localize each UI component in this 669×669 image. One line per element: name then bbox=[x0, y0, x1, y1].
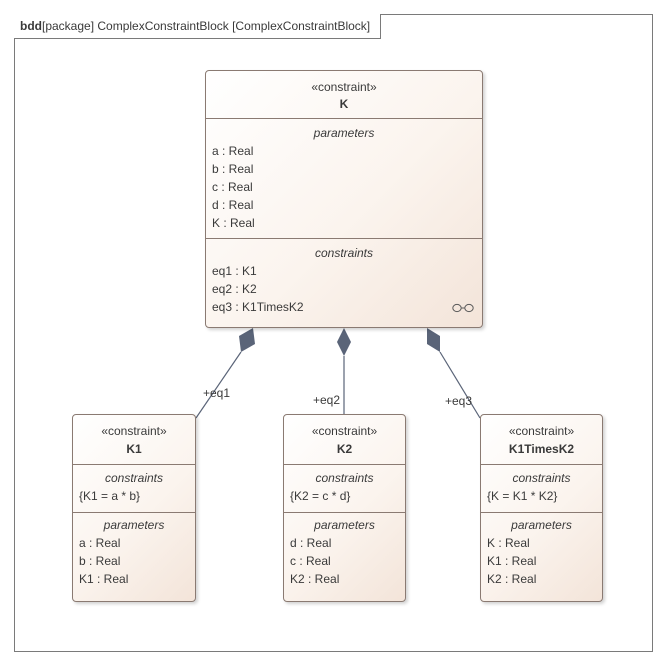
constraint-expression: {K2 = c * d} bbox=[290, 489, 351, 503]
parameters-compartment: parameters a : Real b : Real K1 : Real bbox=[73, 513, 195, 588]
glasses-icon bbox=[452, 303, 474, 313]
parameter-item: b : Real bbox=[79, 554, 121, 568]
constraint-property-item: eq1 : K1 bbox=[212, 264, 257, 278]
block-stereotype: «constraint» bbox=[101, 424, 167, 438]
parameter-item: b : Real bbox=[212, 162, 254, 176]
constraint-block-k1[interactable]: «constraint» K1 constraints {K1 = a * b}… bbox=[72, 414, 196, 602]
constraint-property-item: eq2 : K2 bbox=[212, 282, 257, 296]
parameters-compartment: parameters a : Real b : Real c : Real d … bbox=[206, 119, 482, 239]
block-name: K2 bbox=[336, 442, 353, 456]
block-stereotype: «constraint» bbox=[311, 424, 378, 438]
constraint-property-item: eq3 : K1TimesK2 bbox=[212, 300, 304, 314]
role-label-eq2: +eq2 bbox=[313, 393, 341, 407]
constraint-block-k2[interactable]: «constraint» K2 constraints {K2 = c * d}… bbox=[283, 414, 406, 602]
role-label-eq3: +eq3 bbox=[445, 394, 473, 408]
parameter-item: K2 : Real bbox=[290, 572, 340, 586]
block-stereotype: «constraint» bbox=[508, 424, 575, 438]
block-name: K bbox=[339, 97, 349, 111]
compartment-title: parameters bbox=[511, 518, 572, 532]
block-header: «constraint» K1 bbox=[73, 415, 195, 465]
constraint-expression: {K1 = a * b} bbox=[79, 489, 141, 503]
block-header: «constraint» K1TimesK2 bbox=[481, 415, 602, 465]
frame-keyword: bdd bbox=[20, 19, 42, 33]
block-header: «constraint» K2 bbox=[284, 415, 405, 465]
parameter-item: a : Real bbox=[79, 536, 121, 550]
frame-title: [package] ComplexConstraintBlock [Comple… bbox=[42, 19, 371, 33]
compartment-title: constraints bbox=[315, 471, 374, 485]
parameter-item: K1 : Real bbox=[487, 554, 537, 568]
constraints-compartment: constraints {K2 = c * d} bbox=[284, 465, 405, 513]
constraints-compartment: constraints eq1 : K1 eq2 : K2 eq3 : K1Ti… bbox=[206, 239, 482, 327]
compartment-title: parameters bbox=[314, 518, 375, 532]
compartment-title: parameters bbox=[103, 518, 165, 532]
compartment-title: constraints bbox=[512, 471, 571, 485]
block-name: K1 bbox=[126, 442, 142, 456]
block-name: K1TimesK2 bbox=[508, 442, 575, 456]
parameter-item: c : Real bbox=[290, 554, 331, 568]
compartment-title: constraints bbox=[314, 246, 374, 260]
parameters-compartment: parameters K : Real K1 : Real K2 : Real bbox=[481, 513, 602, 588]
constraints-compartment: constraints {K = K1 * K2} bbox=[481, 465, 602, 513]
parameter-item: d : Real bbox=[290, 536, 332, 550]
constraint-block-k[interactable]: «constraint» K parameters a : Real b : R… bbox=[205, 70, 483, 328]
block-stereotype: «constraint» bbox=[311, 80, 377, 94]
role-label-eq1: +eq1 bbox=[203, 386, 231, 400]
parameter-item: a : Real bbox=[212, 144, 254, 158]
block-header: «constraint» K bbox=[206, 71, 482, 119]
frame-header: bdd[package] ComplexConstraintBlock [Com… bbox=[14, 14, 382, 39]
compartment-title: constraints bbox=[104, 471, 164, 485]
parameter-item: d : Real bbox=[212, 198, 254, 212]
parameter-item: K : Real bbox=[212, 216, 255, 230]
constraint-block-k1timesk2[interactable]: «constraint» K1TimesK2 constraints {K = … bbox=[480, 414, 603, 602]
parameters-compartment: parameters d : Real c : Real K2 : Real bbox=[284, 513, 405, 588]
constraint-expression: {K = K1 * K2} bbox=[487, 489, 558, 503]
parameter-item: K2 : Real bbox=[487, 572, 537, 586]
parameter-item: K : Real bbox=[487, 536, 530, 550]
compartment-title: parameters bbox=[313, 126, 375, 140]
parameter-item: K1 : Real bbox=[79, 572, 129, 586]
parameter-item: c : Real bbox=[212, 180, 253, 194]
constraints-compartment: constraints {K1 = a * b} bbox=[73, 465, 195, 513]
